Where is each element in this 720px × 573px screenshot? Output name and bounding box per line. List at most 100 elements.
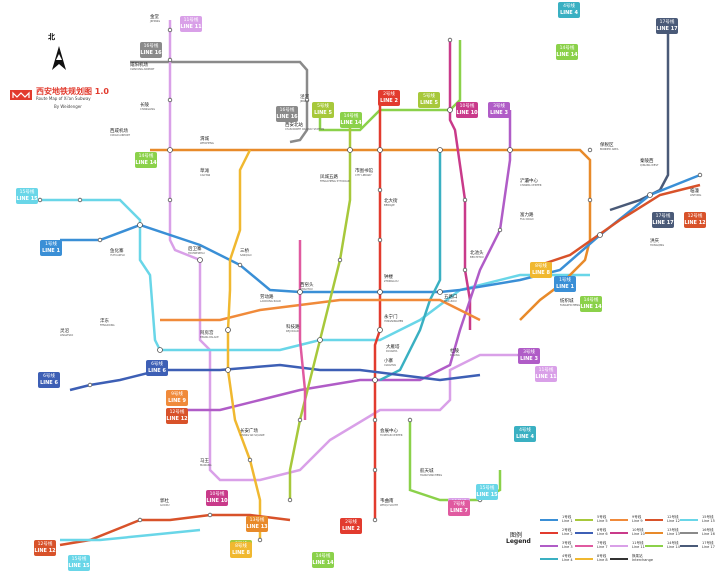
line-badge-en: LINE 1 xyxy=(42,248,60,254)
line-badge-cn: 14号线 xyxy=(315,554,331,559)
line-badge-cn: 8号线 xyxy=(535,264,547,269)
line-badge-en: LINE 6 xyxy=(40,380,58,386)
line-badge-en: LINE 17 xyxy=(652,220,674,226)
station-name-cn: 洪庆 xyxy=(650,239,659,244)
legend-swatch xyxy=(575,532,593,534)
legend-label-en: Line 12 xyxy=(667,519,680,523)
line-badge-cn: 16号线 xyxy=(143,44,159,49)
line-4-path xyxy=(379,150,442,382)
legend-label-cn: 6号线 xyxy=(597,528,607,532)
legend-label-en: Line 2 xyxy=(562,532,573,536)
legend-label-cn: 9号线 xyxy=(632,515,642,519)
line-badge-en: LINE 12 xyxy=(34,548,56,554)
station-name-cn: 航天城 xyxy=(420,469,434,474)
station-name-en: LINGZHAO xyxy=(60,334,74,337)
legend-title: 图例 xyxy=(510,532,523,539)
legend-swatch xyxy=(575,545,593,547)
station-name-cn: 会展中心 xyxy=(380,429,398,434)
station-name-en: FANGZHICHENG xyxy=(560,304,581,307)
station-name-en: MAWANG xyxy=(200,464,212,467)
station-name-en: YONGNINGMEN xyxy=(384,320,404,323)
line-2-path xyxy=(373,100,382,520)
station-name-en: QINLING WEST xyxy=(640,164,659,167)
line-badge-cn: 17号线 xyxy=(659,20,675,25)
line-16-path xyxy=(130,60,309,144)
line-badge-cn: 14号线 xyxy=(559,46,575,51)
legend-label-en: Line 4 xyxy=(562,558,573,562)
station-name-cn: 三桥 xyxy=(240,249,249,254)
station-name-cn: 阿房宫 xyxy=(200,331,214,336)
station-name-en: XI'AN NORTH RAILWAY STATION xyxy=(285,128,325,131)
legend-label-en: Line 8 xyxy=(597,558,608,562)
station-name-cn: 保税区 xyxy=(600,143,614,148)
line-badge-cn: 15号线 xyxy=(479,486,495,491)
line-badge-en: LINE 5 xyxy=(420,100,438,106)
station-name-cn: 西咸机场 xyxy=(110,129,128,134)
legend-label-en: Line 3 xyxy=(562,545,573,549)
line-badge-cn: 12号线 xyxy=(169,410,185,415)
line-badge-en: LINE 15 xyxy=(476,492,498,498)
line-badge-en: LINE 15 xyxy=(16,196,38,202)
station-name-en: LINTONG xyxy=(690,194,702,197)
station-name-en: LAODONG ROAD xyxy=(260,300,281,303)
compass-label: 北 xyxy=(48,33,55,41)
line-badge-en: LINE 14 xyxy=(340,120,362,126)
legend-swatch xyxy=(575,558,593,560)
legend-swatch xyxy=(645,519,663,521)
line-9-path xyxy=(160,298,481,322)
legend-label-en: Line 15 xyxy=(702,519,715,523)
station-name-cn: 马王 xyxy=(200,459,209,464)
legend-swatch xyxy=(540,558,558,560)
station-name-cn: 杜陵 xyxy=(450,349,459,354)
station-name-cn: 灵沼 xyxy=(60,329,69,334)
line-badge-cn: 5号线 xyxy=(317,104,329,109)
station-name-en: XIXIAN AIRPORT xyxy=(110,134,131,137)
line-badge-cn: 11号线 xyxy=(538,368,554,373)
station-name-en: HUIZHAN CENTER xyxy=(380,434,403,437)
legend-swatch xyxy=(575,519,593,521)
station-name-en: DAYANTA xyxy=(386,350,398,353)
legend-label-en: Interchange xyxy=(632,558,654,562)
north-compass-icon xyxy=(52,46,66,70)
station-name-cn: 后卫寨 xyxy=(188,247,202,252)
line-badge-cn: 12号线 xyxy=(687,214,703,219)
line-badge-cn: 10号线 xyxy=(209,492,225,497)
station-name-en: FULI ROAD xyxy=(520,218,534,221)
line-17-path xyxy=(609,30,670,212)
line-badge-en: LINE 4 xyxy=(560,10,578,16)
legend-swatch xyxy=(645,545,663,547)
station-name-cn: 西窑头 xyxy=(300,283,314,288)
